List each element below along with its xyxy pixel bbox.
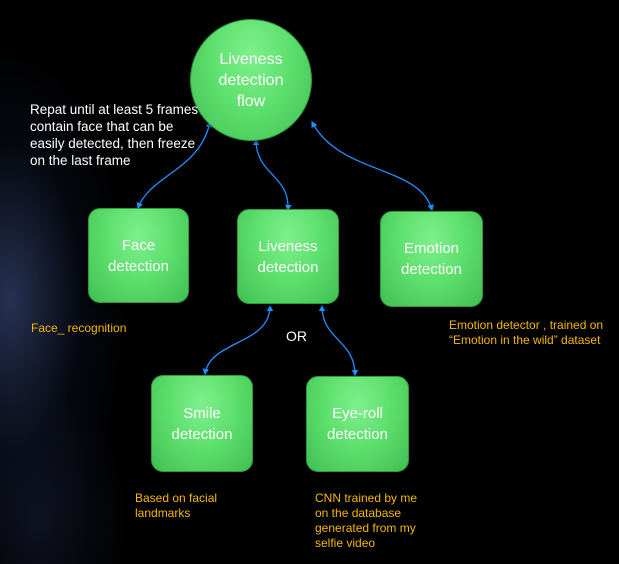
note-face-recognition: Face_ recognition xyxy=(31,321,127,335)
node-eyeroll-label: Eye-roll detection xyxy=(327,405,388,443)
note-repeat: Repat until at least 5 frames contain fa… xyxy=(30,102,199,168)
connector-root-face xyxy=(136,120,213,210)
connector-liveness-smile xyxy=(202,304,274,376)
node-eyeroll-detection[interactable]: Eye-roll detection xyxy=(306,376,409,472)
node-root-label: Liveness detection flow xyxy=(218,50,284,110)
node-liveness-detection[interactable]: Liveness detection xyxy=(237,209,339,304)
or-label: OR xyxy=(286,328,307,344)
node-smile-label: Smile detection xyxy=(171,404,233,443)
node-liveness-label: Liveness detection xyxy=(257,237,319,276)
node-emotion-label: Emotion detection xyxy=(401,240,462,278)
note-eyeroll: CNN trained by me on the database genera… xyxy=(315,491,418,550)
node-root[interactable]: Liveness detection flow xyxy=(190,19,312,141)
node-smile-detection[interactable]: Smile detection xyxy=(151,375,253,472)
connector-root-liveness xyxy=(252,138,292,212)
node-face-label: Face detection xyxy=(108,236,169,275)
connector-liveness-eyeroll xyxy=(318,304,359,377)
note-emotion-detector: Emotion detector , trained on “Emotion i… xyxy=(449,318,604,347)
node-emotion-detection[interactable]: Emotion detection xyxy=(380,211,483,307)
connector-root-emotion xyxy=(311,120,434,212)
note-smile: Based on facial landmarks xyxy=(135,491,218,520)
node-face-detection[interactable]: Face detection xyxy=(88,208,189,303)
